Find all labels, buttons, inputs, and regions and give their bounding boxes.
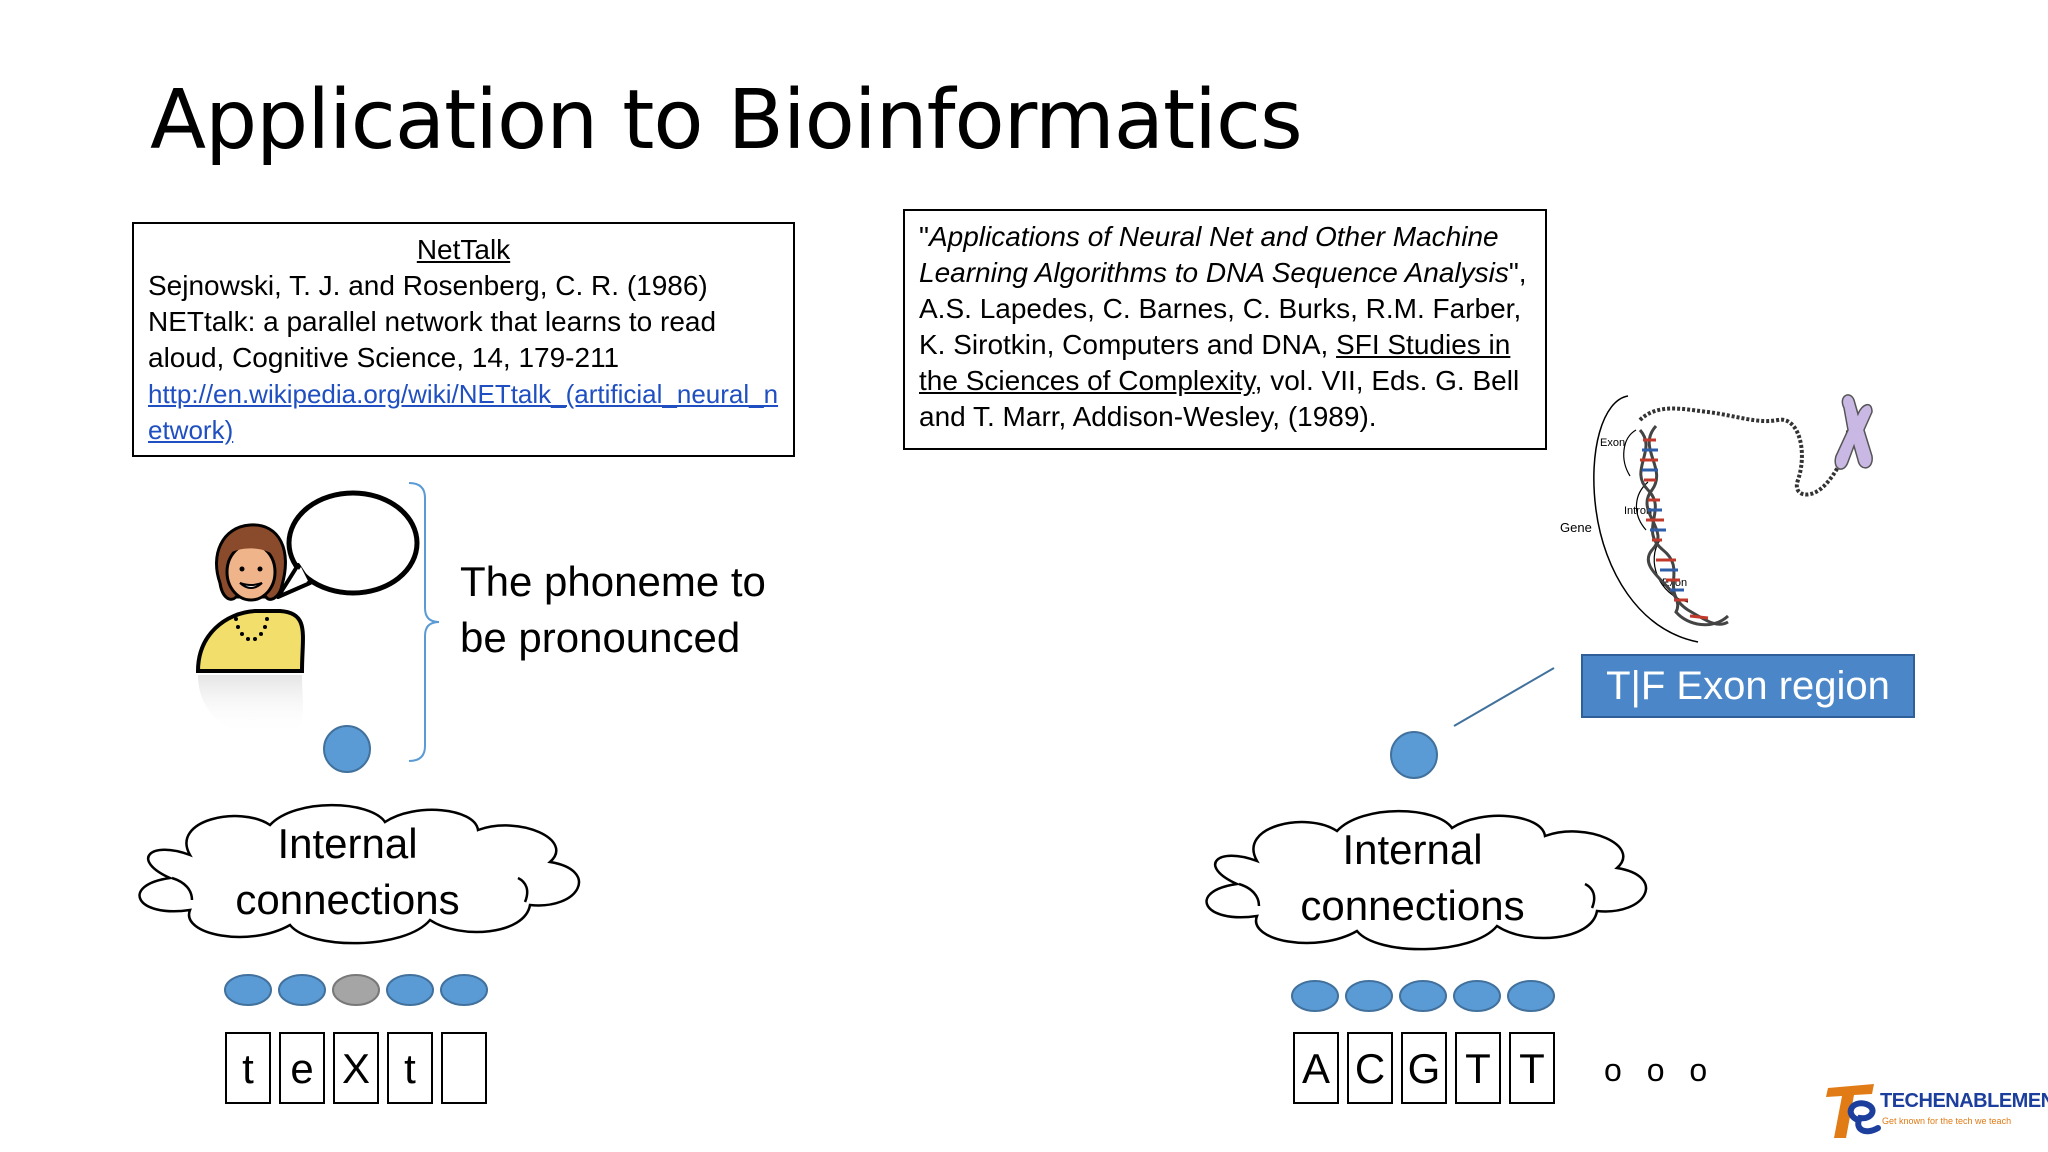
- nettalk-heading: NetTalk: [416, 234, 511, 265]
- letter-box: T: [1455, 1032, 1501, 1104]
- input-node: [1345, 980, 1393, 1012]
- cloud-right: [1205, 809, 1648, 951]
- person-speaking-icon: [195, 490, 420, 735]
- nettalk-citation-line1: Sejnowski, T. J. and Rosenberg, C. R. (1…: [148, 270, 708, 301]
- nettalk-citation-line2: NETtalk: a parallel network that learns …: [148, 306, 717, 337]
- lapedes-series: SFI Studies in the Sciences of Complexit…: [919, 329, 1511, 396]
- nettalk-citation-line3: aloud, Cognitive Science, 14, 179-211: [148, 342, 620, 373]
- right-brace: [408, 482, 440, 762]
- lapedes-reference-box: "Applications of Neural Net and Other Ma…: [903, 209, 1547, 450]
- letter-box: [441, 1032, 487, 1104]
- input-node: [440, 974, 488, 1006]
- dna-label-intron: Intron: [1624, 505, 1652, 517]
- logo-name: TECHENABLEMENT: [1880, 1090, 2048, 1112]
- lapedes-rest: , vol. VII, Eds. G. Bell and T. Marr, Ad…: [919, 365, 1520, 432]
- continuation-ellipsis: o o o: [1604, 1052, 1716, 1088]
- cloud-left-line1: Internal: [277, 820, 418, 867]
- input-node: [224, 974, 272, 1006]
- phoneme-label-line2: be pronounced: [460, 614, 741, 661]
- slide-title: Application to Bioinformatics: [150, 73, 1303, 168]
- input-node: [386, 974, 434, 1006]
- letter-box: t: [225, 1032, 271, 1104]
- exon-region-label: T|F Exon region: [1581, 654, 1915, 718]
- logo-tagline: Get known for the tech we teach: [1882, 1116, 2012, 1126]
- input-node: [1507, 980, 1555, 1012]
- cloud-right-line2: connections: [1300, 882, 1525, 929]
- letter-box: G: [1401, 1032, 1447, 1104]
- letter-box: T: [1509, 1032, 1555, 1104]
- cloud-right-line1: Internal: [1342, 826, 1483, 873]
- connector-line: [1453, 667, 1555, 727]
- nettalk-reference-box: NetTalk Sejnowski, T. J. and Rosenberg, …: [132, 222, 795, 457]
- letter-box: A: [1293, 1032, 1339, 1104]
- dna-gene-illustration: Exon Intron Gene Exon: [1560, 394, 1873, 643]
- letter-box: X: [333, 1032, 379, 1104]
- phoneme-label-line1: The phoneme to: [460, 558, 766, 605]
- cloud-left-label: Internal connections: [180, 816, 515, 928]
- techenablement-logo-icon: [1826, 1084, 1881, 1138]
- lapedes-title: Applications of Neural Net and Other Mac…: [919, 221, 1509, 288]
- input-node: [1399, 980, 1447, 1012]
- cloud-right-label: Internal connections: [1245, 822, 1580, 934]
- dna-label-exon: Exon: [1600, 437, 1625, 449]
- cloud-left: [138, 803, 581, 945]
- lapedes-authors: A.S. Lapedes, C. Barnes, C. Burks, R.M. …: [919, 293, 1522, 360]
- nettalk-wikipedia-link[interactable]: http://en.wikipedia.org/wiki/NETtalk_(ar…: [148, 379, 779, 445]
- input-nodes-left: [224, 974, 488, 1006]
- letter-box: e: [279, 1032, 325, 1104]
- lapedes-quote-open: ": [919, 221, 929, 252]
- dna-label-gene: Gene: [1560, 520, 1592, 535]
- input-node: [1453, 980, 1501, 1012]
- input-node: [278, 974, 326, 1006]
- letter-box: t: [387, 1032, 433, 1104]
- input-node-active: [332, 974, 380, 1006]
- input-node: [1291, 980, 1339, 1012]
- cloud-left-line2: connections: [235, 876, 460, 923]
- output-node-left: [323, 725, 371, 773]
- output-node-right: [1390, 731, 1438, 779]
- letter-box: C: [1347, 1032, 1393, 1104]
- phoneme-label: The phoneme to be pronounced: [460, 554, 766, 666]
- input-nodes-right: [1291, 980, 1555, 1012]
- lapedes-quote-close: ",: [1508, 257, 1527, 288]
